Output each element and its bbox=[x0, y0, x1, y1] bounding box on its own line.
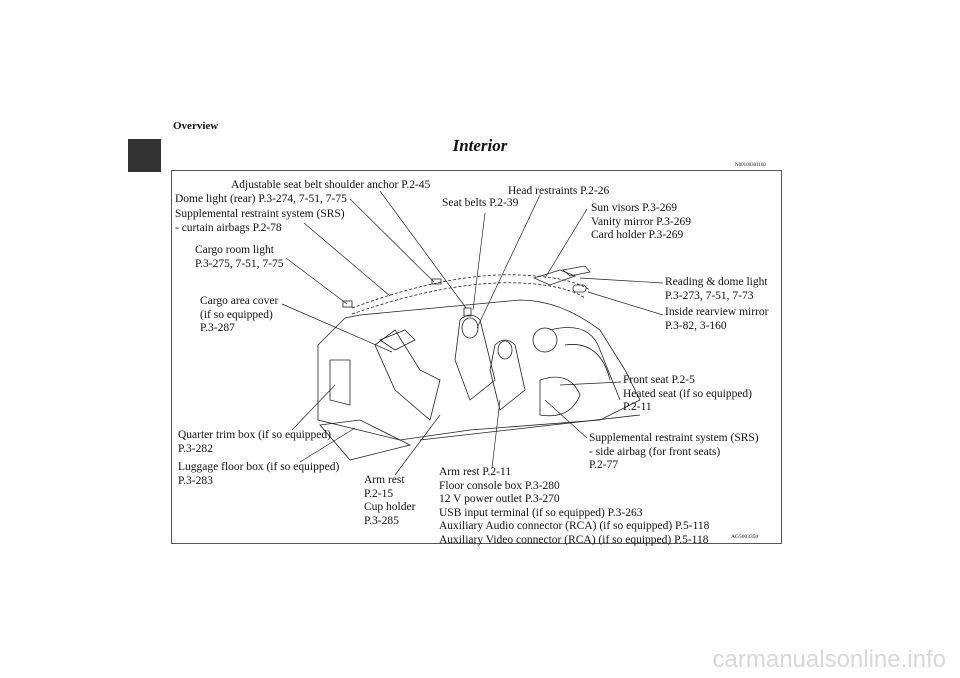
document-code: N00100301160 bbox=[735, 163, 766, 168]
section-header: Overview bbox=[173, 120, 219, 132]
label-seat-belts: Seat belts P.2-39 bbox=[442, 197, 519, 209]
label-shoulder-anchor: Adjustable seat belt shoulder anchor P.2… bbox=[231, 179, 431, 191]
label-dome-light-rear: Dome light (rear) P.3-274, 7-51, 7-75 bbox=[175, 193, 347, 205]
label-cargo-area-cover: Cargo area cover(if so equipped)P.3-287 bbox=[200, 295, 279, 334]
figure-id: AG5003350 bbox=[731, 534, 759, 540]
label-srs-side-airbag: Supplemental restraint system (SRS)- sid… bbox=[589, 432, 759, 471]
section-tab-marker bbox=[128, 139, 161, 172]
page-title: Interior bbox=[452, 136, 508, 155]
watermark: carmanualsonline.info bbox=[712, 646, 946, 673]
label-quarter-trim-box: Quarter trim box (if so equipped)P.3-282 bbox=[178, 429, 331, 455]
label-srs-curtain: Supplemental restraint system (SRS)- cur… bbox=[175, 208, 345, 234]
label-luggage-floor-box: Luggage floor box (if so equipped)P.3-28… bbox=[178, 461, 340, 487]
label-head-restraints: Head restraints P.2-26 bbox=[508, 185, 610, 197]
interior-figure-frame bbox=[171, 170, 782, 544]
